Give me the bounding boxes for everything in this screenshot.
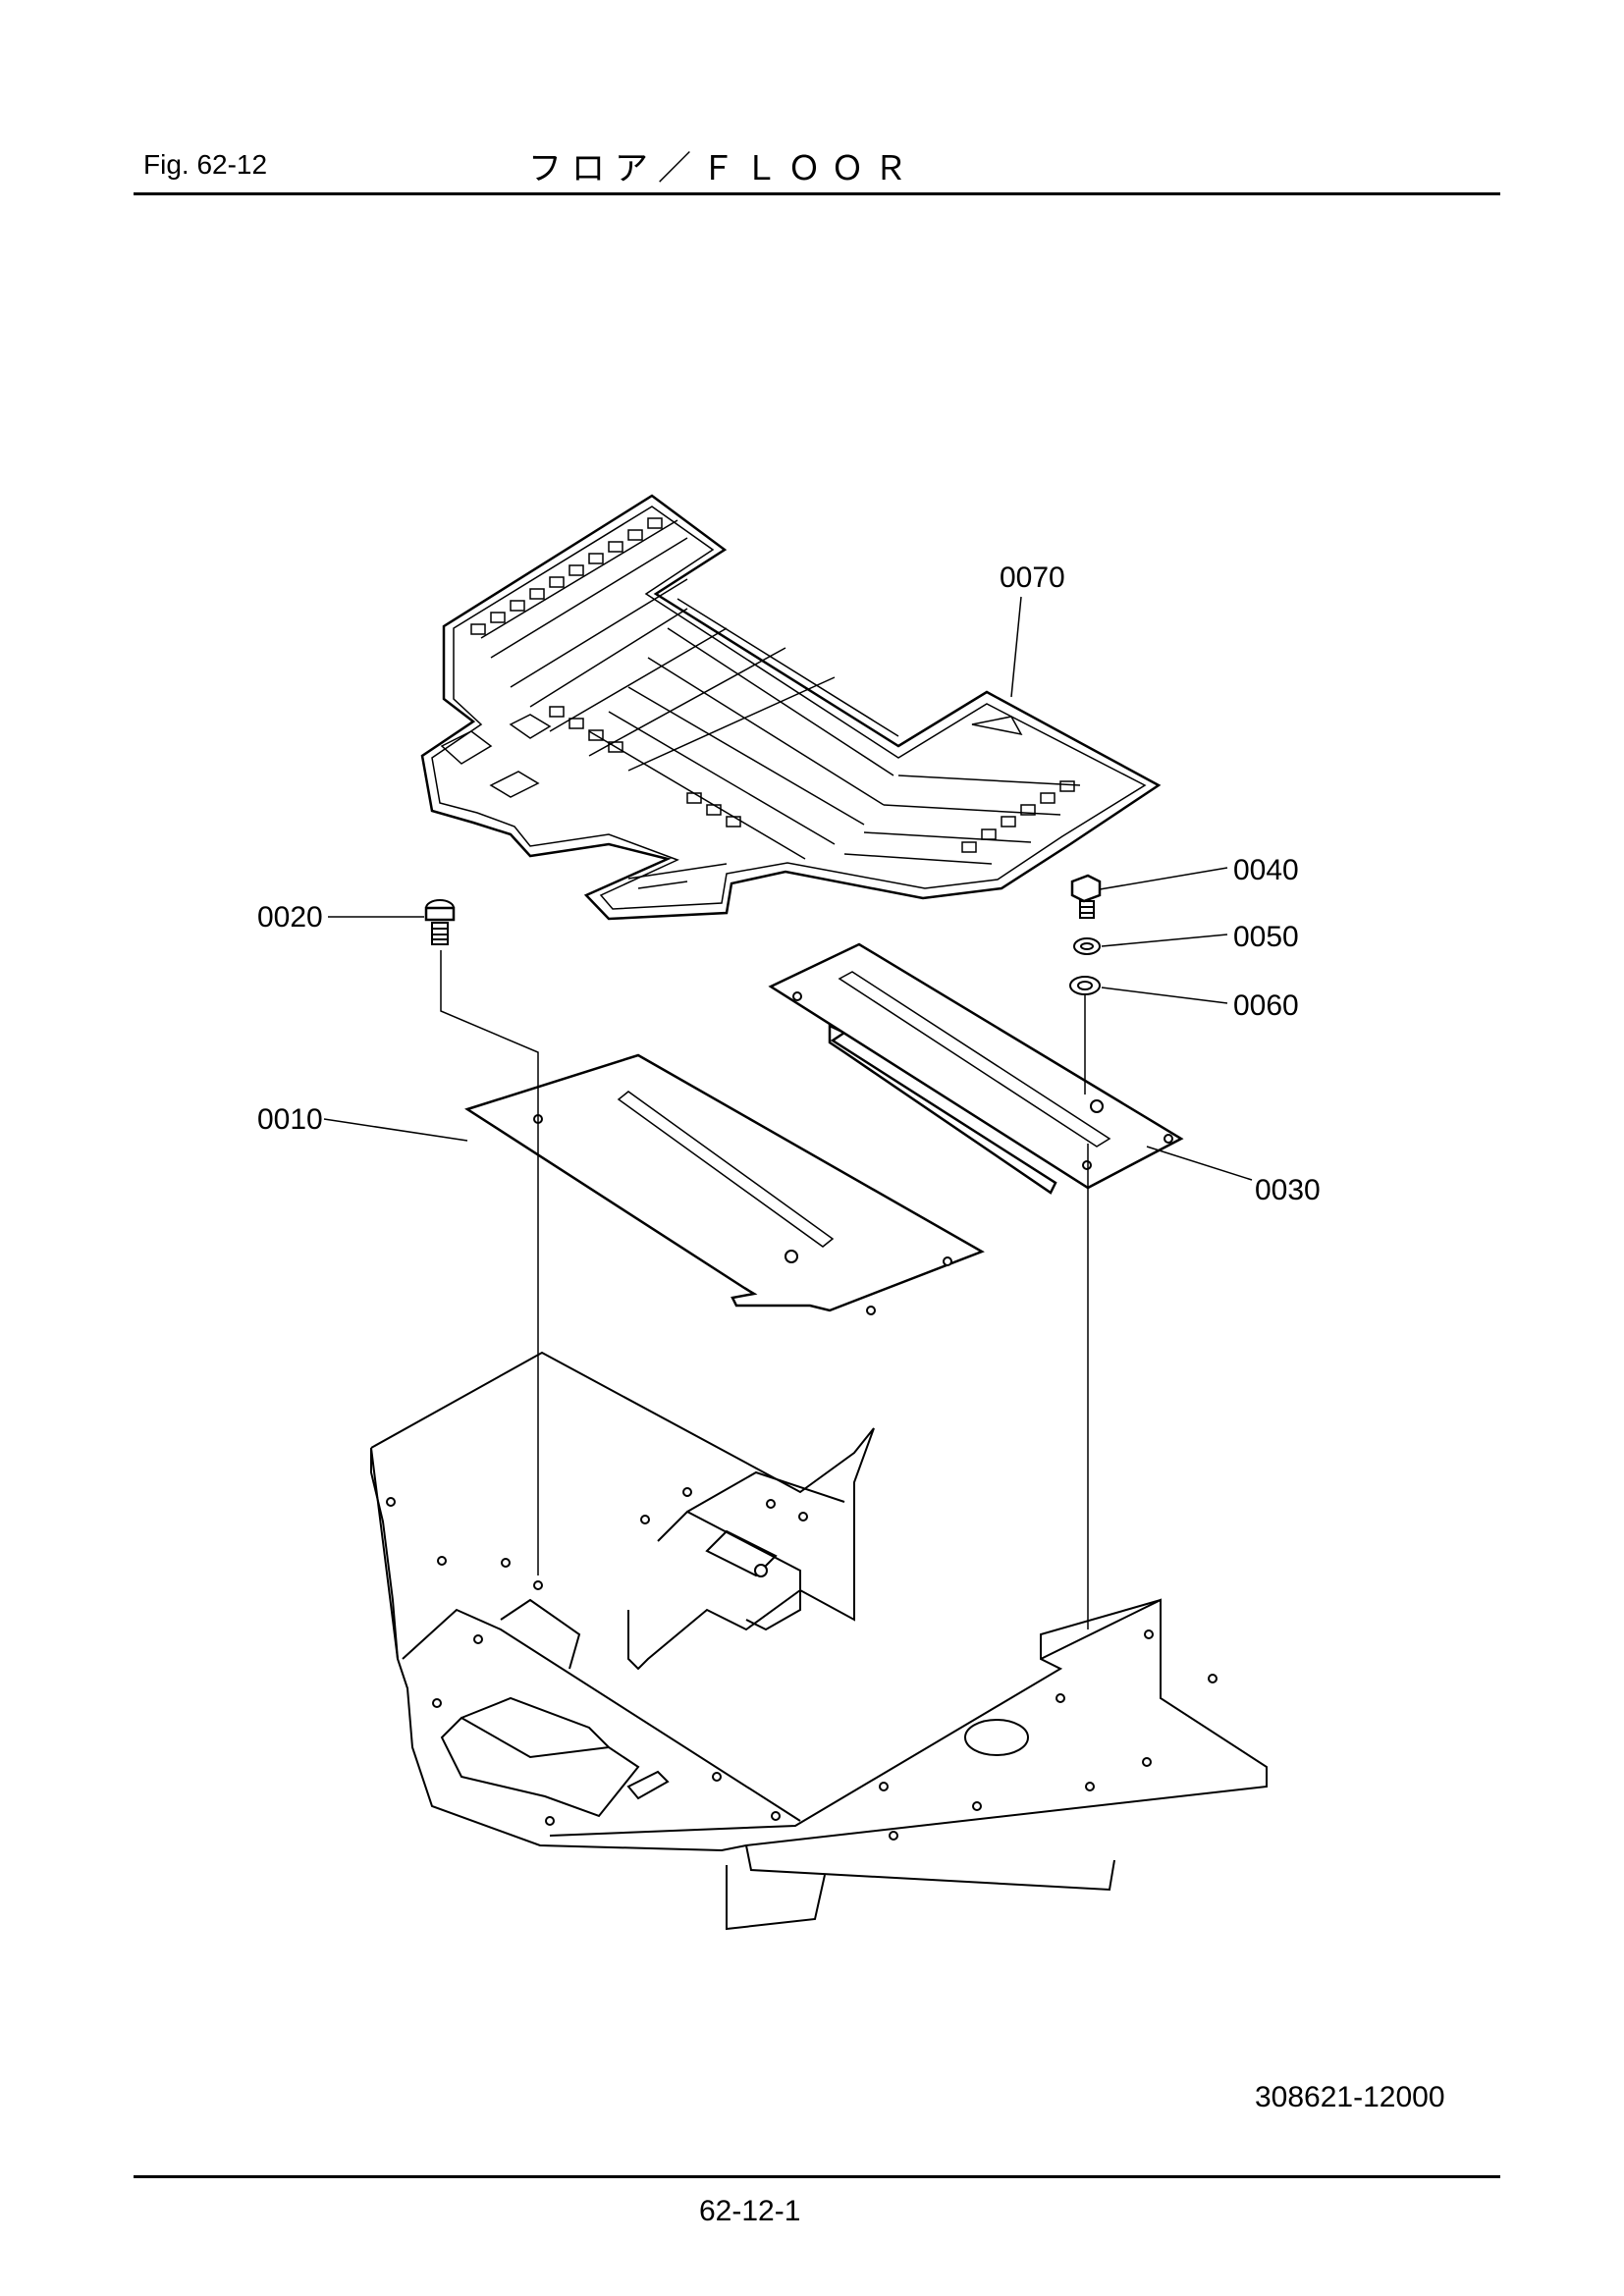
callout-0070: 0070	[1000, 561, 1065, 594]
drawing-number: 308621-12000	[1255, 2081, 1445, 2113]
callout-0040: 0040	[1233, 854, 1299, 886]
callout-0020: 0020	[257, 901, 323, 934]
cover-plate-0010	[464, 1053, 985, 1315]
header-rule	[134, 192, 1500, 195]
floor-mat-0070	[420, 494, 1162, 921]
washer-0060	[1069, 976, 1101, 995]
callout-0010: 0010	[257, 1103, 323, 1136]
page-number: 62-12-1	[699, 2195, 801, 2227]
spring-washer-0050	[1073, 937, 1101, 955]
footer-rule	[134, 2175, 1500, 2178]
callout-0060: 0060	[1233, 989, 1299, 1022]
bolt-0020	[424, 899, 456, 945]
callout-0050: 0050	[1233, 921, 1299, 953]
figure-label: Fig. 62-12	[143, 149, 268, 180]
page-title: フロア／ＦＬＯＯＲ	[528, 149, 917, 188]
floor-frame	[370, 1351, 1268, 1931]
callout-0030: 0030	[1255, 1174, 1321, 1206]
bolt-0040	[1070, 874, 1102, 919]
cover-plate-0030	[768, 942, 1184, 1195]
